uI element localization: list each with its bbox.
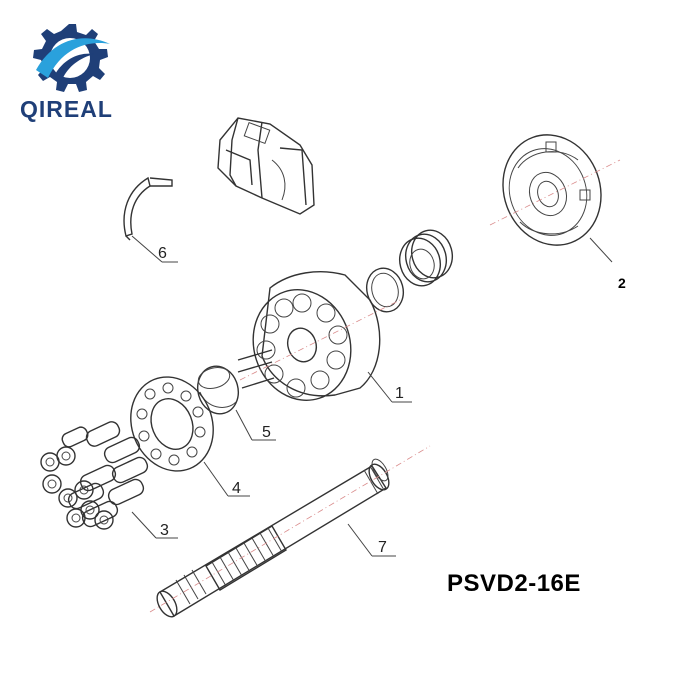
callout-5: 5 — [262, 424, 271, 441]
callout-1: 1 — [395, 385, 404, 402]
swash-plate-part — [217, 117, 315, 215]
callout-3: 3 — [160, 522, 169, 539]
spring-assembly — [366, 229, 453, 313]
callout-6: 6 — [158, 245, 167, 262]
callout-2: 2 — [618, 275, 626, 291]
callout-4: 4 — [232, 480, 241, 497]
model-label: PSVD2-16E — [447, 570, 581, 597]
part-3-piston-assembly — [40, 421, 178, 539]
part-7-drive-shaft — [149, 445, 431, 618]
part-2-valve-plate — [489, 134, 621, 263]
part-6-half-ring — [123, 176, 178, 263]
part-5-spherical-bush — [197, 365, 276, 441]
gear-logo-icon — [33, 24, 110, 92]
part-4-retainer-plate — [130, 376, 250, 497]
brand-name: QIREAL — [20, 96, 113, 122]
callout-7: 7 — [378, 539, 387, 556]
guide-pins — [237, 349, 275, 389]
brand-logo — [14, 18, 124, 128]
part-1-cylinder-block — [239, 270, 412, 403]
